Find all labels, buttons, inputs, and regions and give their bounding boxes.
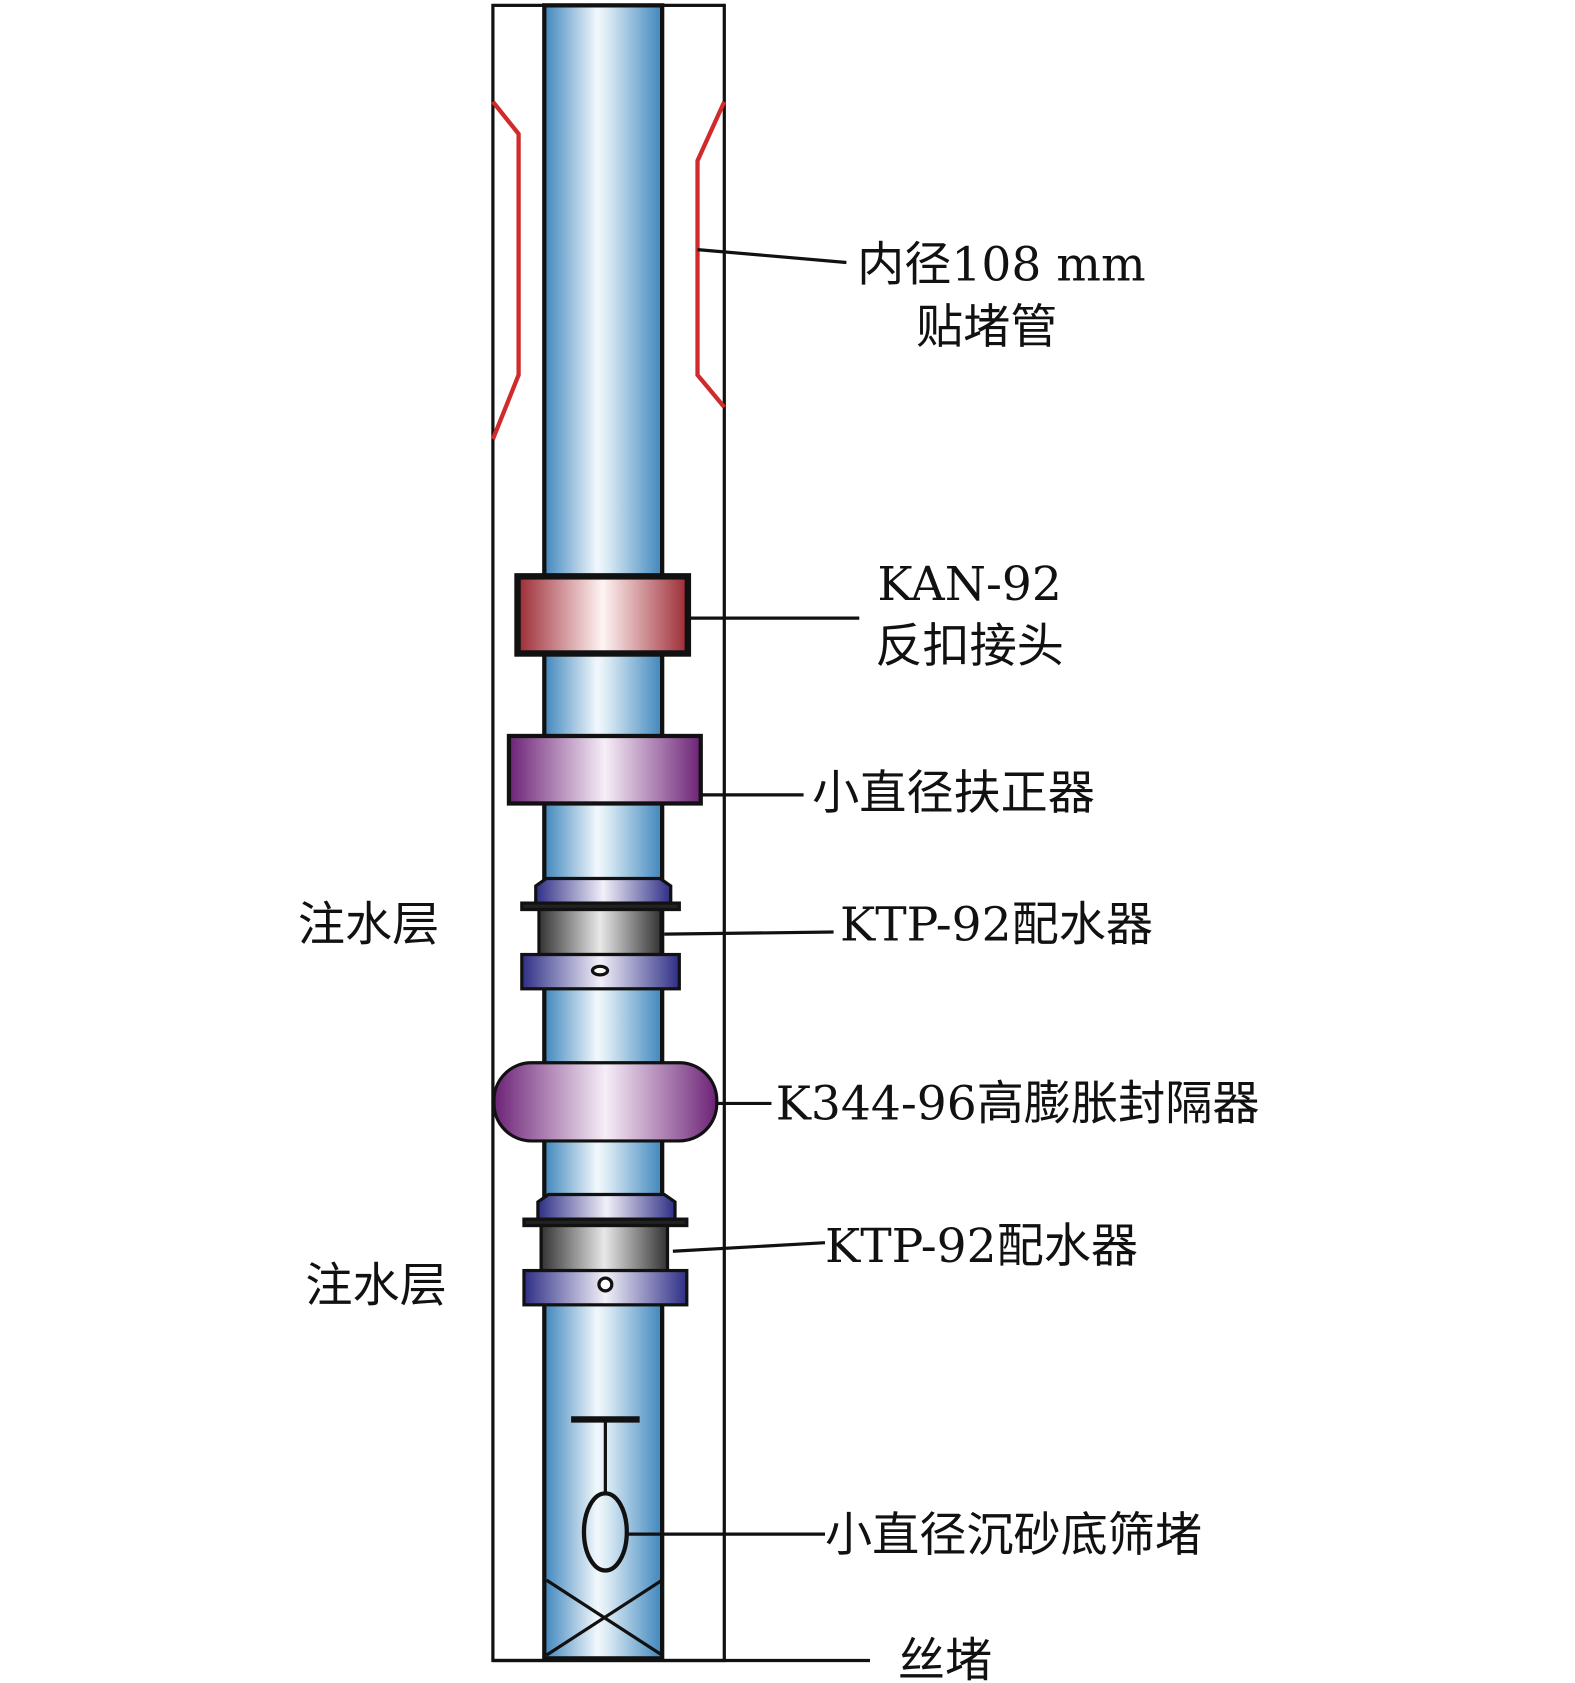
reverse-joint-label-2: 反扣接头 [875,619,1064,674]
screen-plug [571,1416,640,1573]
centralizer-label: 小直径扶正器 [812,766,1095,821]
sticking-pipe-label-1: 内径108 mm [857,238,1146,293]
tubing [542,3,665,1661]
reverse-joint-label-1: KAN-92 [877,557,1061,612]
distributor-1 [520,876,681,991]
reverse-joint [514,573,692,657]
injection-layer-2-label: 注水层 [305,1259,446,1314]
centralizer [506,733,703,806]
wire-plug-label: 丝堵 [898,1634,992,1683]
distributor-2-label: KTP-92配水器 [825,1219,1138,1274]
distributor-1-label: KTP-92配水器 [840,898,1153,953]
injection-layer-1-label: 注水层 [298,898,439,953]
packer [492,1061,719,1143]
packer-label: K344-96高膨胀封隔器 [776,1077,1260,1132]
sticking-pipe [490,100,727,441]
screen-plug-label: 小直径沉砂底筛堵 [825,1508,1202,1563]
wire-plug [545,1578,664,1657]
sticking-pipe-label-2: 贴堵管 [916,300,1057,355]
distributor-2 [522,1192,689,1307]
